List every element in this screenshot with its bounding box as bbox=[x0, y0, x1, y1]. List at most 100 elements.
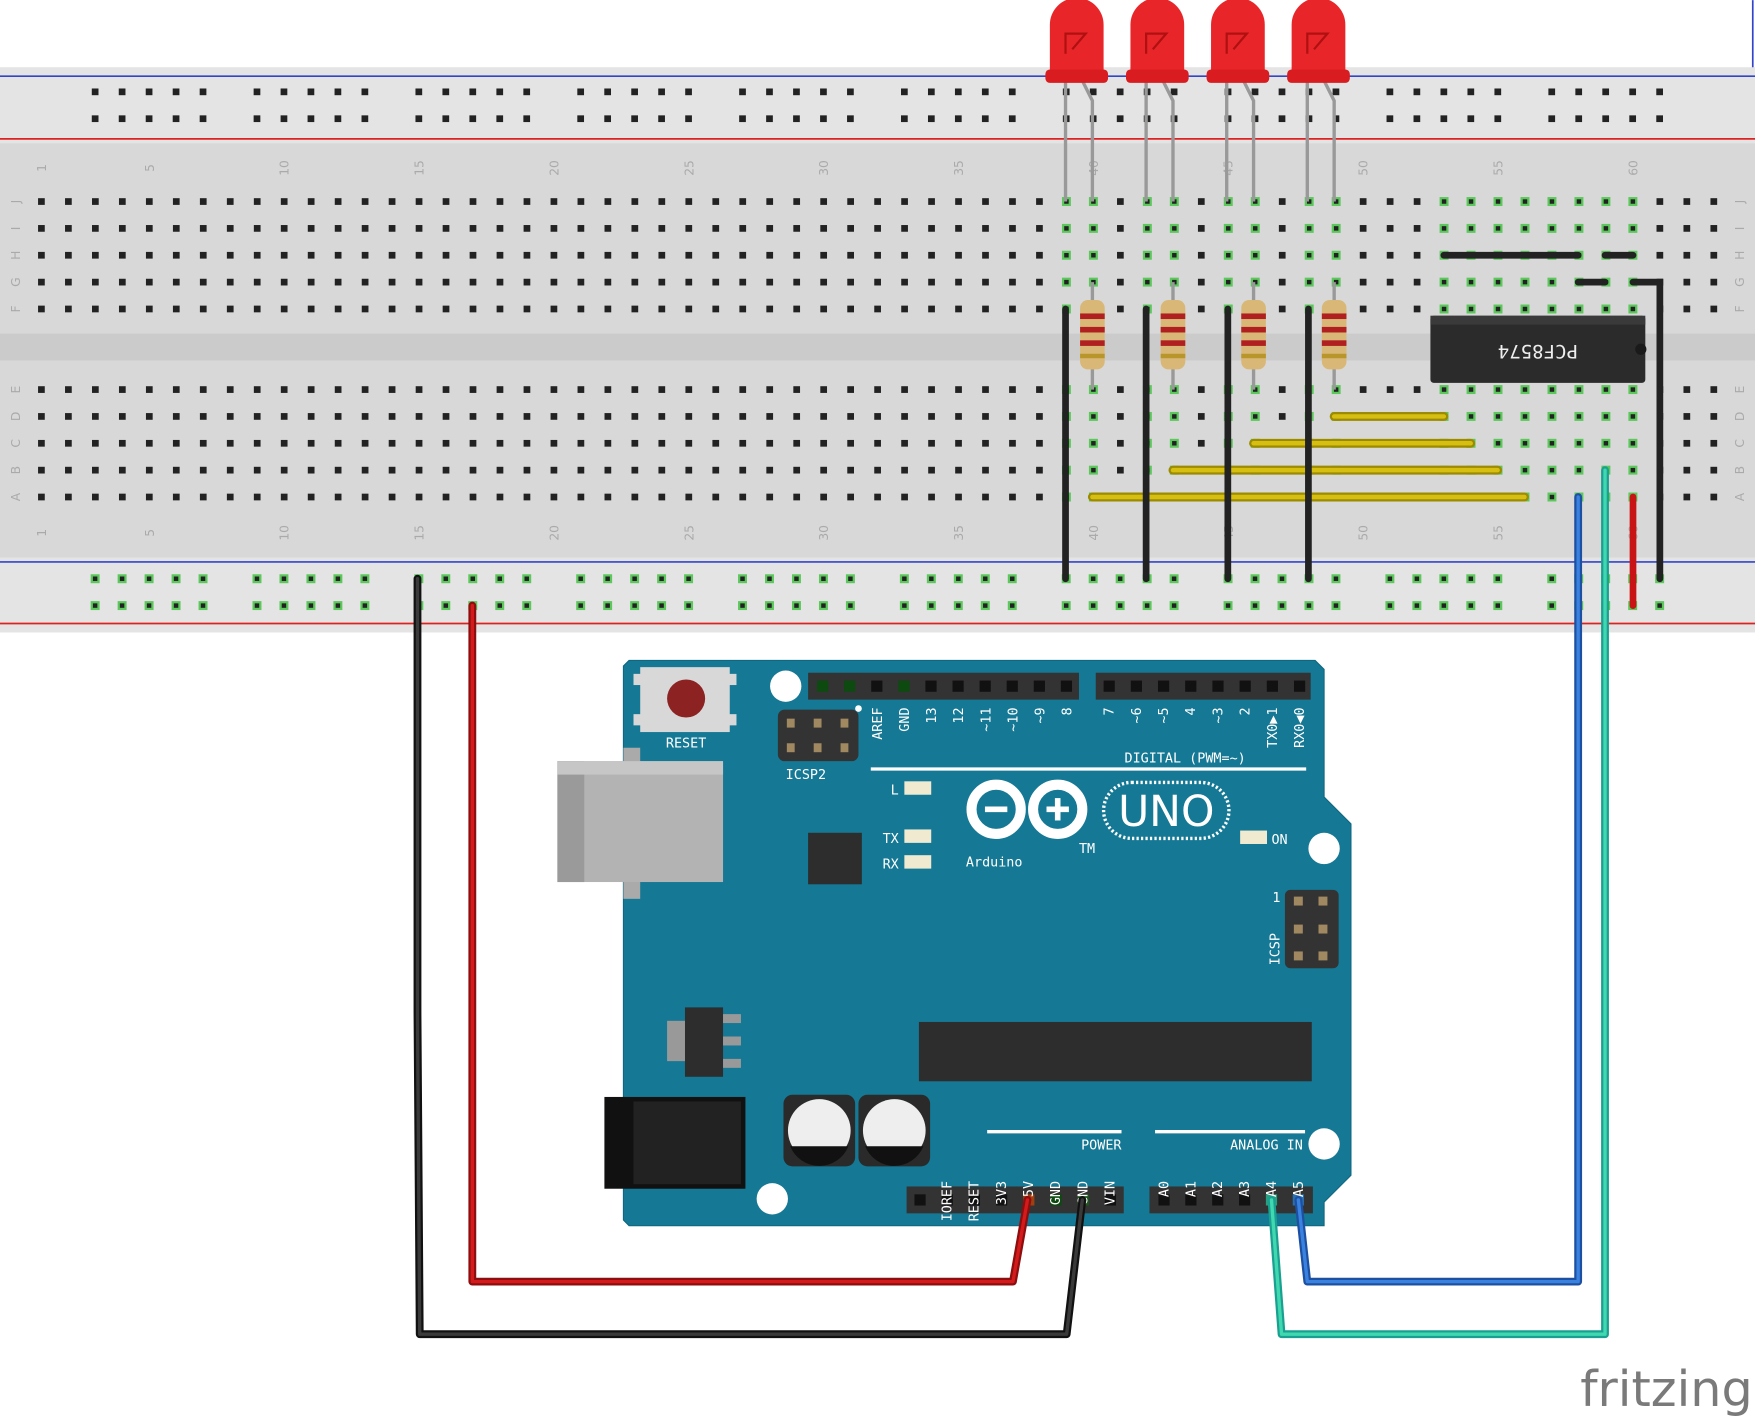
breadboard-hole[interactable] bbox=[1117, 386, 1124, 393]
breadboard-hole[interactable] bbox=[982, 386, 989, 393]
breadboard-hole[interactable] bbox=[388, 413, 396, 420]
power-pin[interactable] bbox=[1104, 1194, 1117, 1206]
rail-hole[interactable] bbox=[604, 602, 612, 609]
rail-hole[interactable] bbox=[981, 602, 989, 609]
breadboard-hole[interactable] bbox=[847, 466, 854, 474]
breadboard-hole[interactable] bbox=[65, 466, 72, 474]
breadboard-hole[interactable] bbox=[1224, 225, 1232, 232]
breadboard-hole[interactable] bbox=[1386, 305, 1394, 313]
breadboard-hole[interactable] bbox=[1548, 305, 1556, 313]
breadboard-hole[interactable] bbox=[1090, 439, 1097, 447]
rail-hole[interactable] bbox=[523, 602, 531, 609]
rail-hole[interactable] bbox=[847, 575, 854, 583]
breadboard-hole[interactable] bbox=[820, 198, 828, 205]
analog-pin[interactable] bbox=[1239, 1194, 1251, 1206]
breadboard-hole[interactable] bbox=[577, 278, 585, 286]
rail-hole[interactable] bbox=[658, 602, 665, 609]
breadboard-hole[interactable] bbox=[550, 439, 558, 447]
rail-hole[interactable] bbox=[604, 575, 612, 583]
breadboard-hole[interactable] bbox=[766, 493, 774, 501]
rail-hole[interactable] bbox=[1602, 88, 1610, 96]
power-pin[interactable] bbox=[941, 1194, 953, 1206]
breadboard-hole[interactable] bbox=[604, 305, 612, 313]
breadboard-hole[interactable] bbox=[901, 386, 908, 393]
breadboard-hole[interactable] bbox=[604, 278, 612, 286]
rail-hole[interactable] bbox=[1467, 575, 1475, 583]
breadboard-hole[interactable] bbox=[928, 198, 935, 205]
breadboard-hole[interactable] bbox=[1575, 198, 1583, 205]
breadboard-hole[interactable] bbox=[631, 198, 639, 205]
digital-pin[interactable] bbox=[1060, 680, 1073, 692]
breadboard-hole[interactable] bbox=[253, 439, 261, 447]
rail-hole[interactable] bbox=[658, 575, 665, 583]
rail-hole[interactable] bbox=[793, 115, 800, 123]
resistor[interactable] bbox=[1321, 282, 1347, 390]
breadboard-hole[interactable] bbox=[982, 278, 989, 286]
breadboard-hole[interactable] bbox=[1117, 251, 1124, 259]
breadboard-hole[interactable] bbox=[685, 466, 693, 474]
breadboard-hole[interactable] bbox=[1251, 225, 1259, 232]
breadboard-hole[interactable] bbox=[415, 466, 423, 474]
rail-hole[interactable] bbox=[118, 575, 126, 583]
breadboard-hole[interactable] bbox=[901, 225, 908, 232]
breadboard-hole[interactable] bbox=[388, 466, 396, 474]
rail-hole[interactable] bbox=[1116, 575, 1124, 583]
breadboard-hole[interactable] bbox=[38, 413, 45, 420]
breadboard-hole[interactable] bbox=[577, 386, 585, 393]
breadboard-hole[interactable] bbox=[1575, 439, 1583, 447]
rail-hole[interactable] bbox=[1116, 602, 1124, 609]
rail-hole[interactable] bbox=[631, 115, 638, 123]
breadboard-hole[interactable] bbox=[901, 413, 908, 420]
rail-hole[interactable] bbox=[1548, 602, 1556, 609]
rail-hole[interactable] bbox=[523, 115, 531, 123]
breadboard-hole[interactable] bbox=[118, 198, 126, 205]
rail-hole[interactable] bbox=[820, 602, 827, 609]
breadboard-hole[interactable] bbox=[1548, 198, 1556, 205]
breadboard-hole[interactable] bbox=[766, 439, 774, 447]
rail-hole[interactable] bbox=[1008, 115, 1016, 123]
analog-pin[interactable] bbox=[1212, 1194, 1224, 1206]
breadboard-hole[interactable] bbox=[658, 466, 666, 474]
breadboard-hole[interactable] bbox=[550, 198, 558, 205]
breadboard-hole[interactable] bbox=[496, 251, 504, 259]
rail-hole[interactable] bbox=[1089, 602, 1097, 609]
breadboard-hole[interactable] bbox=[1494, 413, 1502, 420]
breadboard-hole[interactable] bbox=[955, 305, 962, 313]
rail-hole[interactable] bbox=[253, 88, 261, 96]
breadboard-hole[interactable] bbox=[361, 439, 369, 447]
breadboard-hole[interactable] bbox=[415, 251, 423, 259]
breadboard-hole[interactable] bbox=[1170, 413, 1178, 420]
breadboard-hole[interactable] bbox=[38, 466, 45, 474]
breadboard-hole[interactable] bbox=[361, 466, 369, 474]
breadboard-hole[interactable] bbox=[847, 413, 854, 420]
breadboard-hole[interactable] bbox=[1036, 198, 1043, 205]
breadboard-hole[interactable] bbox=[928, 251, 935, 259]
rail-hole[interactable] bbox=[1278, 602, 1286, 609]
breadboard-hole[interactable] bbox=[1197, 278, 1205, 286]
breadboard-hole[interactable] bbox=[334, 198, 342, 205]
breadboard-hole[interactable] bbox=[847, 251, 854, 259]
breadboard-hole[interactable] bbox=[685, 198, 693, 205]
breadboard-hole[interactable] bbox=[469, 413, 477, 420]
breadboard-hole[interactable] bbox=[874, 439, 881, 447]
analog-pin[interactable] bbox=[1185, 1194, 1197, 1206]
breadboard-hole[interactable] bbox=[442, 493, 450, 501]
breadboard-hole[interactable] bbox=[1251, 413, 1259, 420]
breadboard-hole[interactable] bbox=[38, 386, 45, 393]
rail-hole[interactable] bbox=[280, 115, 288, 123]
breadboard-hole[interactable] bbox=[955, 439, 962, 447]
breadboard-hole[interactable] bbox=[1386, 278, 1394, 286]
breadboard-hole[interactable] bbox=[92, 466, 99, 474]
breadboard-hole[interactable] bbox=[496, 305, 504, 313]
breadboard-hole[interactable] bbox=[658, 493, 666, 501]
rail-hole[interactable] bbox=[1440, 115, 1448, 123]
rail-hole[interactable] bbox=[1440, 88, 1448, 96]
breadboard-hole[interactable] bbox=[415, 439, 423, 447]
breadboard-hole[interactable] bbox=[658, 413, 666, 420]
breadboard-hole[interactable] bbox=[1197, 386, 1205, 393]
breadboard-hole[interactable] bbox=[820, 493, 828, 501]
breadboard-hole[interactable] bbox=[928, 439, 935, 447]
breadboard-hole[interactable] bbox=[92, 251, 99, 259]
digital-pin[interactable] bbox=[952, 680, 964, 692]
breadboard-hole[interactable] bbox=[631, 439, 639, 447]
